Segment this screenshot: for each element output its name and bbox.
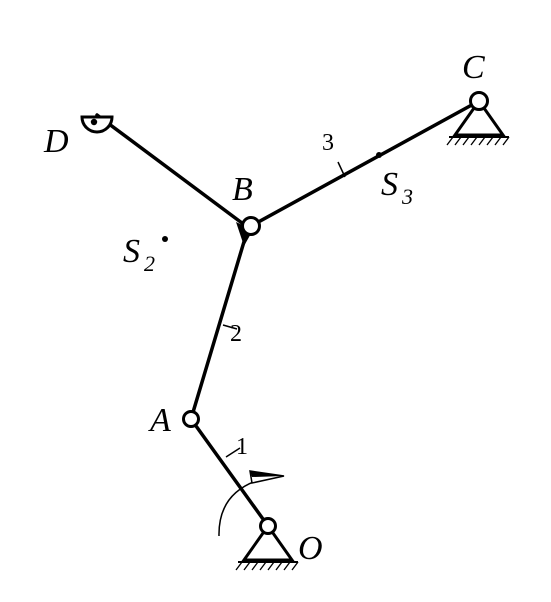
- label-c: C: [462, 49, 485, 86]
- ground-hatch-o: [235, 561, 299, 571]
- joint-a: [182, 410, 200, 428]
- link-1-tick: [225, 447, 241, 458]
- half-joint-d: [80, 115, 114, 134]
- label-b: B: [232, 171, 253, 208]
- label-link-2: 2: [230, 321, 242, 347]
- label-s2: S 2: [123, 233, 155, 276]
- ground-hatch-c: [446, 136, 510, 146]
- label-d: D: [43, 123, 69, 160]
- ground-support-o: [241, 523, 295, 562]
- label-link-1: 1: [236, 434, 248, 460]
- joint-b: [241, 216, 261, 236]
- label-o: O: [298, 530, 323, 567]
- label-link-3: 3: [322, 130, 334, 156]
- s2-point: [162, 236, 168, 242]
- link-2-coupler: [189, 233, 248, 421]
- link-3-rocker: [249, 99, 481, 228]
- s3-point: [376, 152, 382, 158]
- label-a: A: [148, 402, 171, 439]
- link-3-tick: [337, 161, 346, 178]
- label-s3: S 3: [381, 166, 413, 209]
- joint-c: [469, 91, 489, 111]
- joint-o: [259, 517, 277, 535]
- ground-support-c: [452, 98, 506, 137]
- link-2-tick: [222, 324, 238, 330]
- rotation-arrowhead-fill: [250, 471, 284, 477]
- half-joint-d-dot: [90, 118, 98, 126]
- link-1-crank: [189, 417, 270, 528]
- link-2-arm-bd: [95, 113, 248, 228]
